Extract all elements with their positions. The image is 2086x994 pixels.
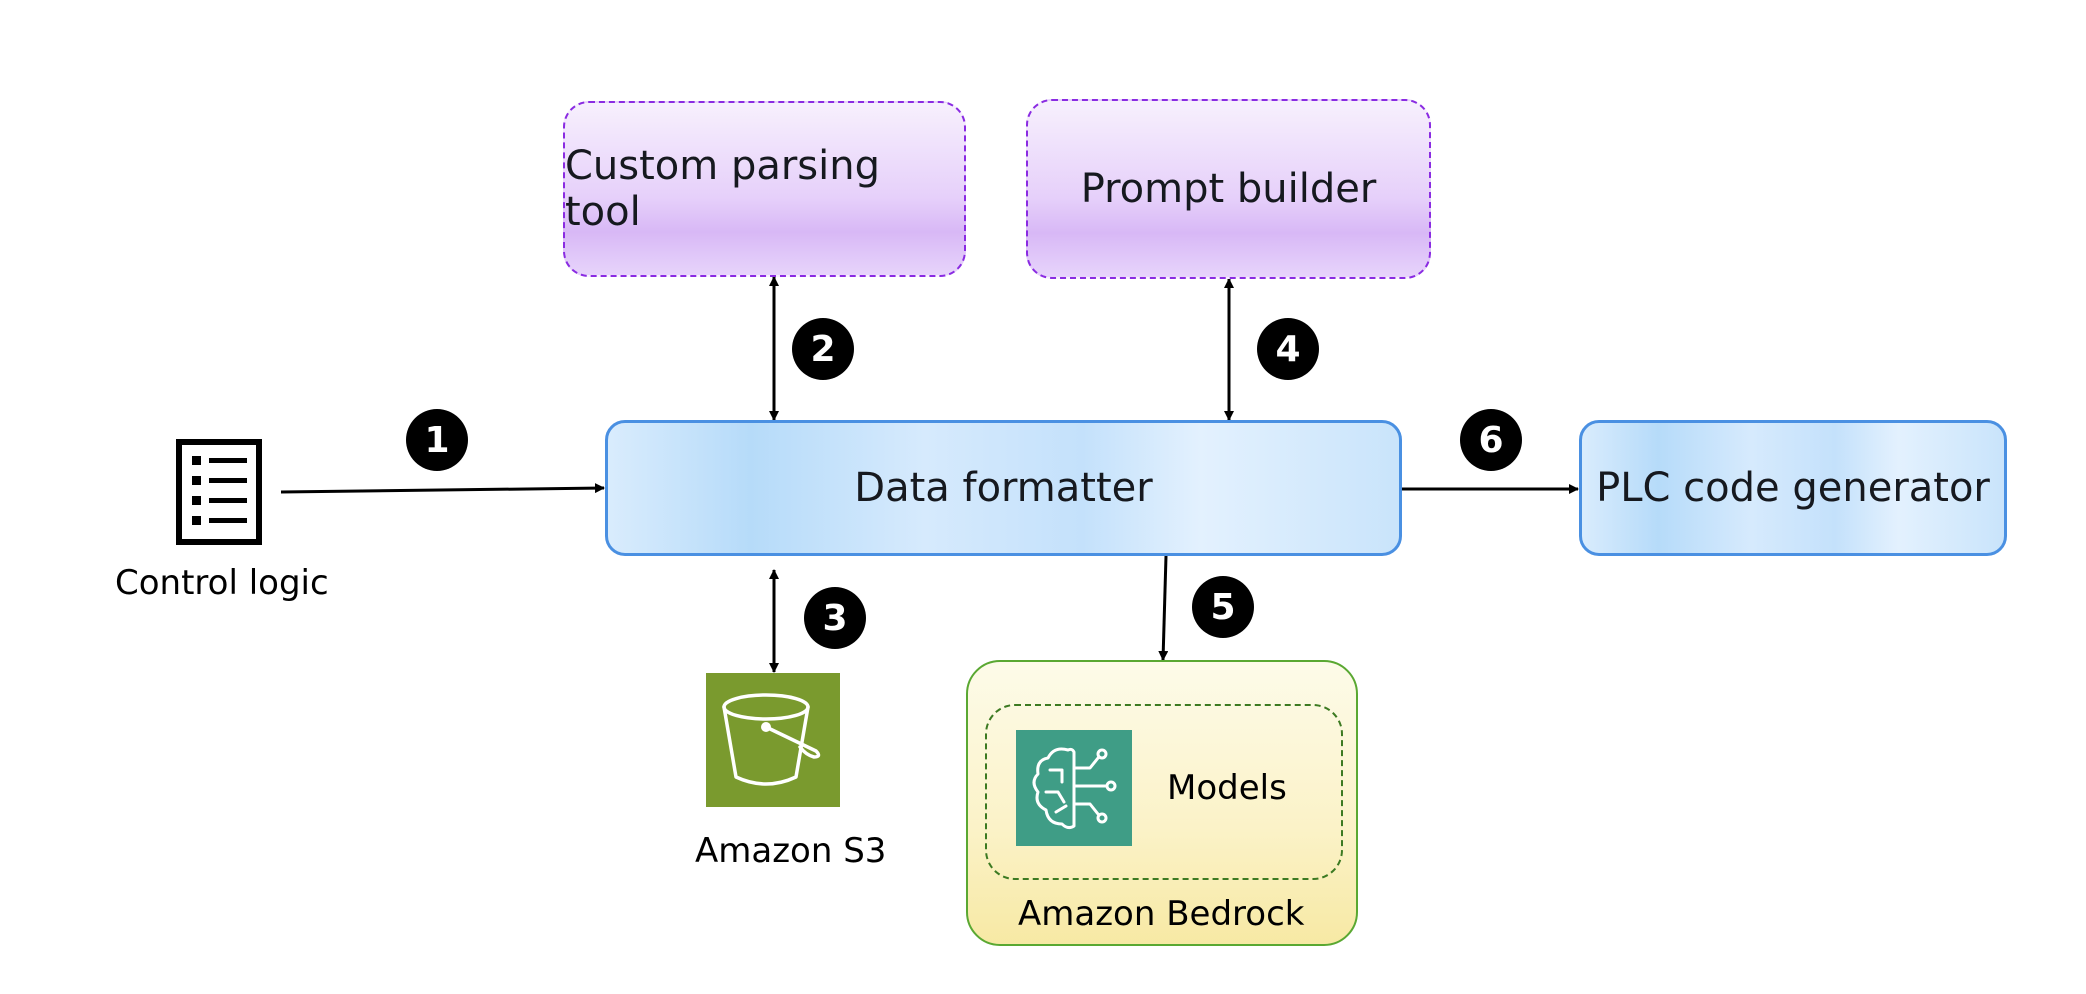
amazon-s3-label: Amazon S3 <box>695 831 887 871</box>
plc-code-generator-label: PLC code generator <box>1596 465 1990 511</box>
data-formatter-label: Data formatter <box>854 465 1153 511</box>
custom-parsing-tool-box: Custom parsing tool <box>563 101 966 277</box>
step-badge-2: 2 <box>792 318 854 380</box>
step-badge-5: 5 <box>1192 576 1254 638</box>
s3-bucket-icon <box>706 673 840 807</box>
prompt-builder-label: Prompt builder <box>1080 166 1377 212</box>
prompt-builder-box: Prompt builder <box>1026 99 1431 279</box>
step-badge-4: 4 <box>1257 318 1319 380</box>
custom-parsing-tool-label: Custom parsing tool <box>565 143 880 235</box>
control-logic-label: Control logic <box>115 563 329 603</box>
step-badge-1: 1 <box>406 409 468 471</box>
arrow-control-to-formatter <box>280 483 605 494</box>
plc-code-generator-box: PLC code generator <box>1579 420 2007 556</box>
step-badge-6: 6 <box>1460 409 1522 471</box>
amazon-bedrock-container: Models Amazon Bedrock <box>966 660 1358 946</box>
data-formatter-box: Data formatter <box>605 420 1402 556</box>
amazon-bedrock-label: Amazon Bedrock <box>1018 894 1305 934</box>
models-label: Models <box>1167 768 1287 808</box>
step-badge-3: 3 <box>804 587 866 649</box>
checklist-document-icon <box>176 439 262 545</box>
models-group: Models <box>985 704 1343 880</box>
ai-brain-circuit-icon <box>1016 730 1132 846</box>
arrow-formatter-bedrock <box>1158 555 1169 661</box>
